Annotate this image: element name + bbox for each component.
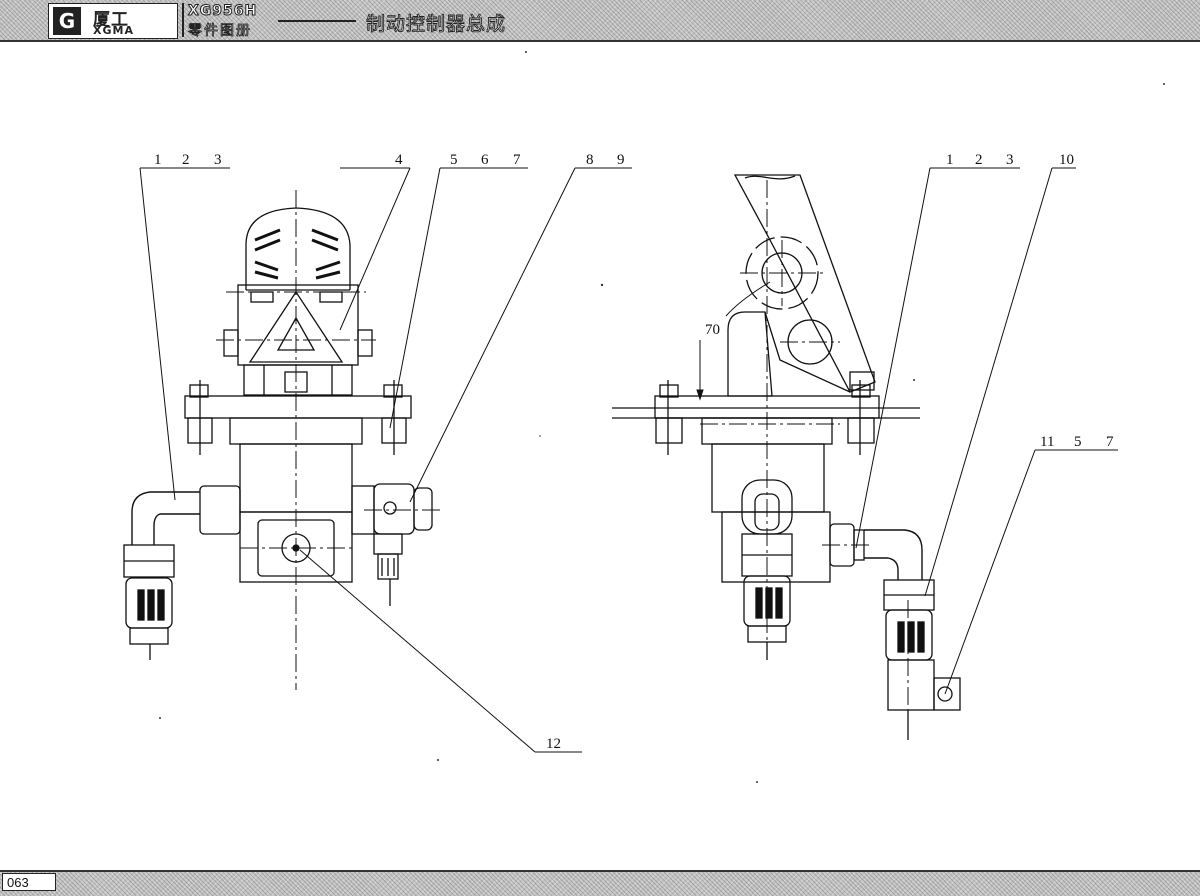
callout-3: 3 xyxy=(214,152,222,168)
scan-specks xyxy=(159,51,1165,783)
side-callout-labels: 1 2 3 10 70 11 5 7 xyxy=(705,152,1114,450)
logo-chinese-text: 厦工 xyxy=(93,10,129,30)
callout-70: 70 xyxy=(705,322,720,338)
callout-7: 7 xyxy=(513,152,521,168)
callout-6: 6 xyxy=(481,152,489,168)
callout-8: 8 xyxy=(586,152,594,168)
footer-bar xyxy=(0,870,1200,896)
logo-english-text: XGMA xyxy=(93,24,134,37)
model-code: XG956H xyxy=(187,3,258,20)
callout-1: 1 xyxy=(154,152,162,168)
callout-9: 9 xyxy=(617,152,625,168)
technical-drawing: 1 2 3 4 5 6 7 8 9 12 1 2 3 10 70 11 5 7 xyxy=(123,51,1165,783)
catalog-label: 零件图册 xyxy=(188,23,252,40)
callout-7: 7 xyxy=(1106,434,1114,450)
callout-2: 2 xyxy=(975,152,983,168)
front-callout-labels: 1 2 3 4 5 6 7 8 9 12 xyxy=(154,152,625,752)
callout-11: 11 xyxy=(1040,434,1054,450)
xgma-logo: G 厦工 XGMA xyxy=(48,3,178,39)
callout-5: 5 xyxy=(450,152,458,168)
header-rule xyxy=(278,20,356,22)
page-title: 制动控制器总成 xyxy=(366,13,507,36)
callout-1: 1 xyxy=(946,152,954,168)
callout-4: 4 xyxy=(395,152,403,168)
callout-5: 5 xyxy=(1074,434,1082,450)
header-bar xyxy=(0,0,1200,42)
callout-10: 10 xyxy=(1059,152,1074,168)
front-view-assembly xyxy=(123,190,444,690)
model-box: XG956H 零件图册 xyxy=(182,3,280,40)
side-leaders xyxy=(696,167,1118,695)
logo-mark: G xyxy=(53,7,81,35)
callout-2: 2 xyxy=(182,152,190,168)
front-leaders xyxy=(139,167,632,753)
page-number: 063 xyxy=(2,873,56,891)
callout-12: 12 xyxy=(546,736,561,752)
callout-3: 3 xyxy=(1006,152,1014,168)
side-view-assembly xyxy=(612,174,961,740)
